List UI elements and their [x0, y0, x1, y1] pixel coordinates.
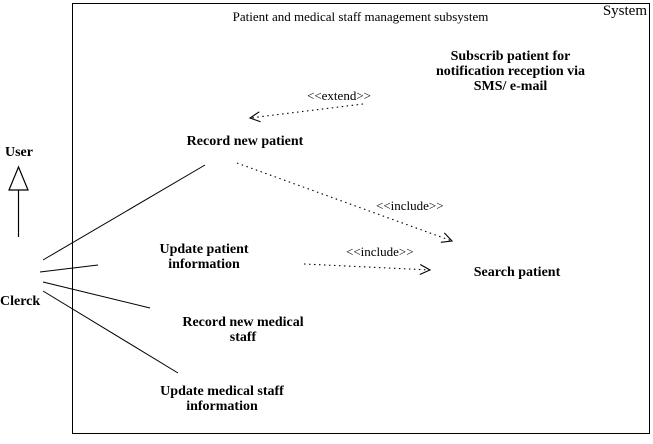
include-arrow-record-to-search [236, 162, 454, 243]
usecase-record-new-patient: Record new patient [186, 134, 304, 149]
extend-arrow [248, 103, 364, 123]
stereotype-include-1: <<include>> [376, 198, 444, 213]
usecase-search-patient: Search patient [473, 265, 561, 280]
diagram-title: Patient and medical staff management sub… [232, 9, 489, 24]
association-line-clerck-record-new-medical-staff [42, 281, 151, 309]
association-line-clerck-update-medical-staff-information [42, 290, 179, 374]
association-line-clerck-record-new-patient [42, 164, 206, 261]
usecase-subscribe-patient: Subscrib patient for notification recept… [435, 49, 586, 94]
stereotype-include-2: <<include>> [346, 244, 414, 259]
system-boundary [72, 3, 650, 434]
system-label: System [602, 3, 647, 19]
association-line-clerck-update-patient-information [39, 264, 99, 273]
usecase-update-patient-information: Update patient information [159, 242, 249, 272]
actor-clerck-label: Clerck [0, 294, 41, 309]
generalization-arrow-user [8, 165, 29, 237]
usecase-record-new-medical-staff: Record new medical staff [182, 315, 304, 345]
actor-user-label: User [5, 145, 33, 160]
usecase-update-medical-staff-information: Update medical staff information [160, 384, 284, 414]
include-arrow-update-to-search [303, 263, 432, 276]
stereotype-extend: <<extend>> [307, 88, 371, 103]
